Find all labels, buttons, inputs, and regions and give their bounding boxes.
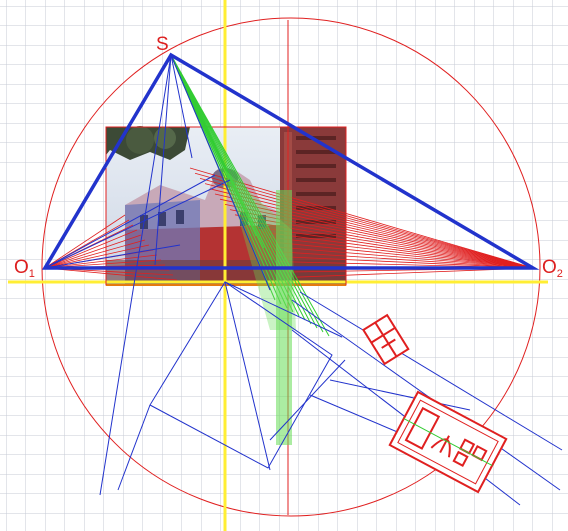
construction-line — [249, 230, 534, 269]
label-o1: O1 — [14, 257, 35, 280]
construction-line — [44, 229, 138, 269]
construction-line — [170, 54, 330, 337]
plan-large — [388, 390, 508, 494]
construction-circle — [41, 17, 541, 517]
construction-line — [274, 256, 534, 269]
construction-line — [44, 244, 150, 269]
label-s: S — [156, 34, 169, 55]
construction-line — [209, 188, 534, 269]
construction-line — [214, 193, 534, 269]
construction-line — [219, 198, 534, 269]
construction-line — [170, 54, 318, 329]
construction-line — [204, 183, 534, 269]
construction-line — [44, 267, 178, 281]
construction-line — [44, 234, 142, 269]
construction-line — [254, 235, 534, 269]
red-fan-right — [189, 167, 534, 278]
construction-line — [194, 172, 534, 269]
construction-line — [170, 54, 273, 261]
green-strip — [276, 190, 292, 445]
construction-line — [44, 214, 126, 269]
construction-line — [170, 54, 324, 333]
perspective-triangle — [41, 52, 540, 270]
label-o2: O2 — [542, 257, 563, 280]
construction-line — [264, 245, 534, 269]
construction-line — [244, 224, 534, 269]
construction-line — [259, 240, 534, 269]
construction-line — [199, 178, 534, 269]
construction-line — [44, 239, 146, 269]
plan-small — [361, 313, 410, 366]
construction-line — [189, 167, 534, 269]
construction-line — [269, 250, 534, 269]
